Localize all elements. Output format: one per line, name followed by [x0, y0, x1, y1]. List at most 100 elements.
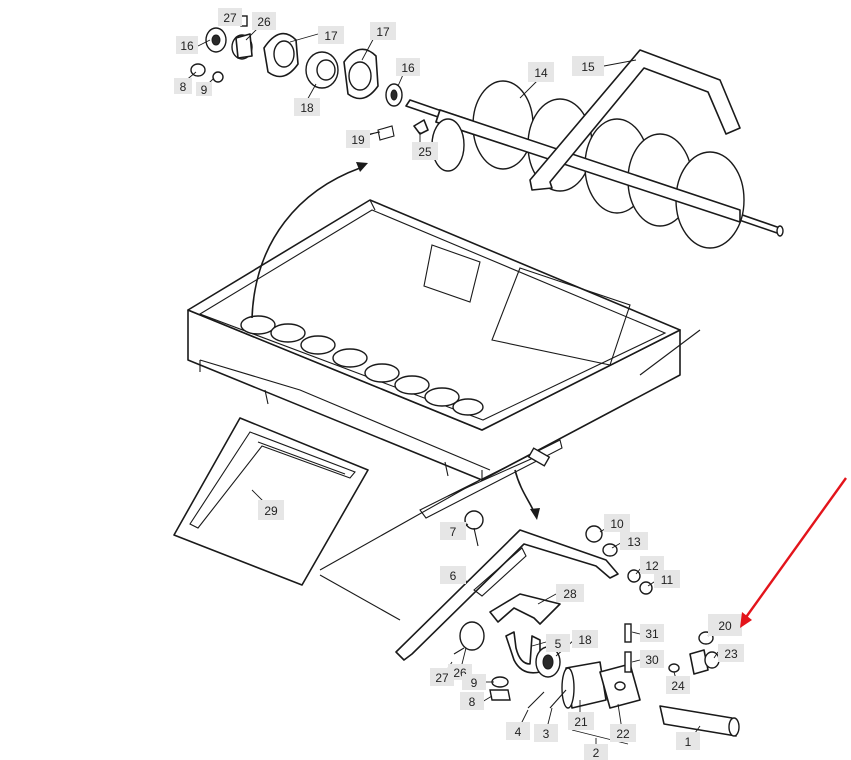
callout-box [708, 614, 742, 636]
callout-number: 22 [616, 727, 630, 741]
callout-number: 6 [450, 569, 457, 583]
hopper-body [187, 199, 701, 621]
callout-16: 16 [396, 58, 420, 76]
callout-box [572, 56, 604, 76]
callout-box [718, 644, 744, 662]
callout-box [396, 58, 420, 76]
callout-box [528, 62, 554, 82]
callout-9: 9 [462, 674, 486, 690]
callout-box [604, 514, 630, 532]
callout-9: 9 [196, 82, 212, 97]
callout-number: 2 [593, 746, 600, 760]
callout-box [440, 522, 466, 540]
callout-number: 29 [264, 504, 278, 518]
callout-number: 20 [718, 619, 732, 633]
callout-8: 8 [460, 692, 484, 710]
callout-number: 16 [180, 39, 194, 53]
support-bracket-15 [529, 49, 741, 191]
callout-14: 14 [528, 62, 554, 82]
callout-number: 16 [401, 61, 415, 75]
callout-box [534, 724, 558, 742]
callout-3: 3 [534, 724, 558, 742]
callout-30: 30 [640, 650, 664, 668]
callout-number: 8 [180, 80, 187, 94]
callout-number: 13 [627, 535, 641, 549]
callout-number: 27 [435, 671, 449, 685]
callout-box [196, 82, 212, 96]
callout-number: 28 [563, 587, 577, 601]
callout-5: 5 [546, 634, 570, 652]
callout-number: 26 [257, 15, 271, 29]
callout-box [218, 8, 242, 26]
callout-box [370, 22, 396, 40]
callout-number: 8 [469, 695, 476, 709]
callout-17: 17 [370, 22, 396, 40]
callout-box [640, 650, 664, 668]
callout-10: 10 [604, 514, 630, 532]
callout-box [620, 532, 648, 550]
callout-number: 27 [223, 11, 237, 25]
callout-box [584, 744, 608, 760]
callout-18: 18 [572, 630, 598, 648]
callout-18: 18 [294, 98, 320, 116]
callout-16: 16 [176, 36, 198, 54]
callout-31: 31 [640, 624, 664, 642]
callout-number: 4 [515, 725, 522, 739]
callout-26: 26 [252, 12, 276, 30]
callout-box [654, 570, 680, 588]
callout-number: 19 [351, 133, 365, 147]
highlight-arrow [740, 477, 847, 628]
callout-4: 4 [506, 722, 530, 740]
callout-number: 21 [574, 715, 588, 729]
callout-22: 22 [610, 724, 636, 742]
callout-box [346, 130, 370, 148]
callout-23: 23 [718, 644, 744, 662]
callout-box [174, 78, 192, 94]
callout-number: 3 [543, 727, 550, 741]
callout-number: 31 [645, 627, 659, 641]
callout-number: 25 [418, 145, 432, 159]
callout-box [318, 26, 344, 44]
callout-15: 15 [572, 56, 604, 76]
callout-number: 15 [581, 60, 595, 74]
callout-number: 10 [610, 517, 624, 531]
callout-box [440, 566, 466, 584]
callout-25: 25 [412, 142, 438, 160]
callout-number: 9 [471, 676, 478, 690]
callout-box [294, 98, 320, 116]
callout-box [460, 692, 484, 710]
callout-number: 18 [578, 633, 592, 647]
callout-box [610, 724, 636, 742]
callout-number: 12 [645, 559, 659, 573]
callout-6: 6 [440, 566, 466, 584]
callout-box [640, 624, 664, 642]
callout-28: 28 [556, 584, 584, 602]
callout-number: 17 [376, 25, 390, 39]
callout-number: 14 [534, 66, 548, 80]
callout-box [506, 722, 530, 740]
callout-17: 17 [318, 26, 344, 44]
callout-8: 8 [174, 78, 192, 94]
callout-box [556, 584, 584, 602]
callout-13: 13 [620, 532, 648, 550]
callout-11: 11 [654, 570, 680, 588]
callout-number: 24 [671, 679, 685, 693]
inner-auger-flights [240, 315, 484, 416]
lower-bracket-assembly [395, 510, 740, 737]
callout-number: 7 [450, 525, 457, 539]
callout-number: 5 [555, 637, 562, 651]
callout-number: 30 [645, 653, 659, 667]
curved-arrow-to-auger [251, 162, 368, 319]
callout-19: 19 [346, 130, 370, 148]
callout-7: 7 [440, 522, 466, 540]
callout-number: 11 [661, 573, 674, 587]
callout-21: 21 [568, 712, 594, 730]
callout-20: 20 [708, 614, 742, 636]
callout-box [258, 500, 284, 520]
callout-box [176, 36, 198, 54]
callout-number: 1 [685, 735, 692, 749]
callout-box [546, 634, 570, 652]
arrow-to-bracket [514, 469, 540, 520]
